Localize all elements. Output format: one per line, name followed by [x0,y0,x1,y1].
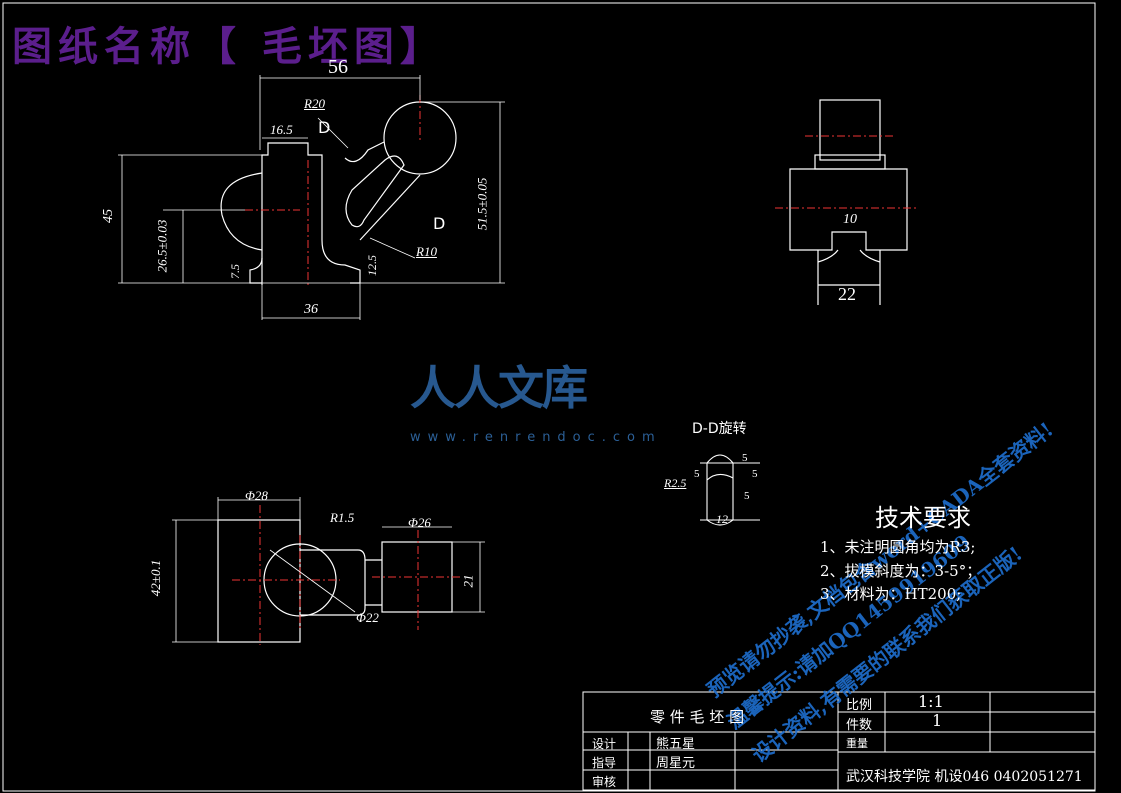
drawing-border [2,2,1096,792]
tb-part-name: 零 件 毛 坯 图 [650,708,745,726]
tb-qty-label: 件数 [846,718,873,733]
dim-51-5: 51.5±0.05 [474,177,490,231]
tb-school: 武汉科技学院 机设046 0402051271 [846,769,1083,785]
dd-dim-5a: 5 [742,452,748,464]
top-centerlines [232,505,462,645]
dim-r20: R20 [304,96,325,111]
dim-d-upper: D [318,118,331,137]
tech-line-2: 2、拔模斜度为：3-5°； [820,562,982,580]
dim-16-5: 16.5 [270,122,293,137]
tb-weight-label: 重量 [846,737,868,750]
dd-dim-12: 12 [716,512,728,526]
dim-42: 42±0.1 [148,559,164,597]
dd-dim-5d: 5 [744,490,750,502]
title-banner: 图纸名称【 毛坯图】 [12,23,446,70]
watermark-brand: 人人文库 [410,361,588,415]
dim-7-5: 7.5 [228,264,242,279]
tb-scale-label: 比例 [846,698,873,713]
dim-26-5: 26.5±0.03 [154,219,170,273]
top-view [217,519,453,643]
watermark-url: www.renrendoc.com [410,430,662,445]
top-dimension-lines [172,497,485,643]
dim-r1-5: R1.5 [330,510,355,525]
tb-design-name: 熊五星 [656,737,696,752]
tb-review-label: 审核 [592,775,617,789]
dim-phi22: Φ22 [356,610,379,625]
dim-r10: R10 [416,244,437,259]
tb-qty-value: 1 [932,711,943,730]
front-centerlines [245,95,421,285]
tb-guide-label: 指导 [592,756,617,770]
side-view [789,99,908,305]
tb-design-label: 设计 [592,737,617,751]
dim-side-22: 22 [838,284,856,304]
dd-dim-5c: 5 [694,468,700,480]
dim-21: 21 [460,574,476,588]
dim-side-10: 10 [843,212,857,227]
tech-line-3: 3、材料为：HT200; [820,585,962,603]
tech-heading: 技术要求 [875,504,971,532]
tb-scale-value: 1:1 [918,692,944,711]
dim-36: 36 [304,302,318,317]
dd-dim-r2-5: R2.5 [664,476,687,490]
tech-line-1: 1、未注明圆角均为R3; [820,538,976,556]
section-label: D-D旋转 [692,421,747,437]
dd-section [700,454,760,526]
dim-45: 45 [101,209,116,223]
dim-top-overall: 56 [328,56,348,78]
title-block-grid [582,691,1096,791]
front-dimension-lines [118,75,505,320]
dim-phi26: Φ26 [408,515,431,530]
dim-phi28: Φ28 [245,488,268,503]
tb-guide-name: 周星元 [656,756,696,771]
dim-d-lower: D [433,214,446,233]
side-centerlines [775,135,917,209]
dd-dim-5b: 5 [752,468,758,480]
dim-12-5: 12.5 [365,255,379,276]
